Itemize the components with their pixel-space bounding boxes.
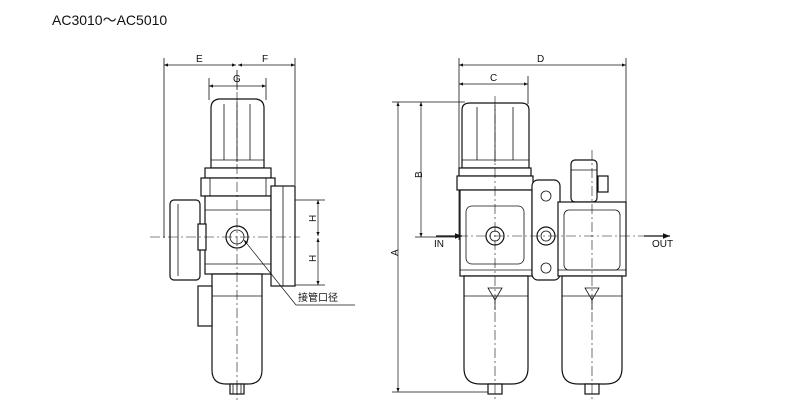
dim-label-e: E: [196, 54, 203, 65]
dim-label-b: B: [414, 171, 425, 178]
dim-label-f: F: [262, 54, 268, 65]
port-size-note: 接管口径: [298, 291, 338, 304]
dim-label-d: D: [537, 54, 544, 65]
dim-label-c: C: [490, 73, 497, 84]
dim-label-h-upper: H: [308, 215, 319, 222]
side-view: [150, 58, 355, 400]
drawing-title: AC3010～AC5010: [52, 12, 168, 28]
dim-label-h-lower: H: [308, 255, 319, 262]
front-view: [392, 58, 670, 400]
dim-label-g: G: [233, 74, 241, 85]
outlet-label: OUT: [652, 239, 673, 250]
inlet-label: IN: [434, 239, 444, 250]
dim-label-a: A: [390, 249, 401, 256]
